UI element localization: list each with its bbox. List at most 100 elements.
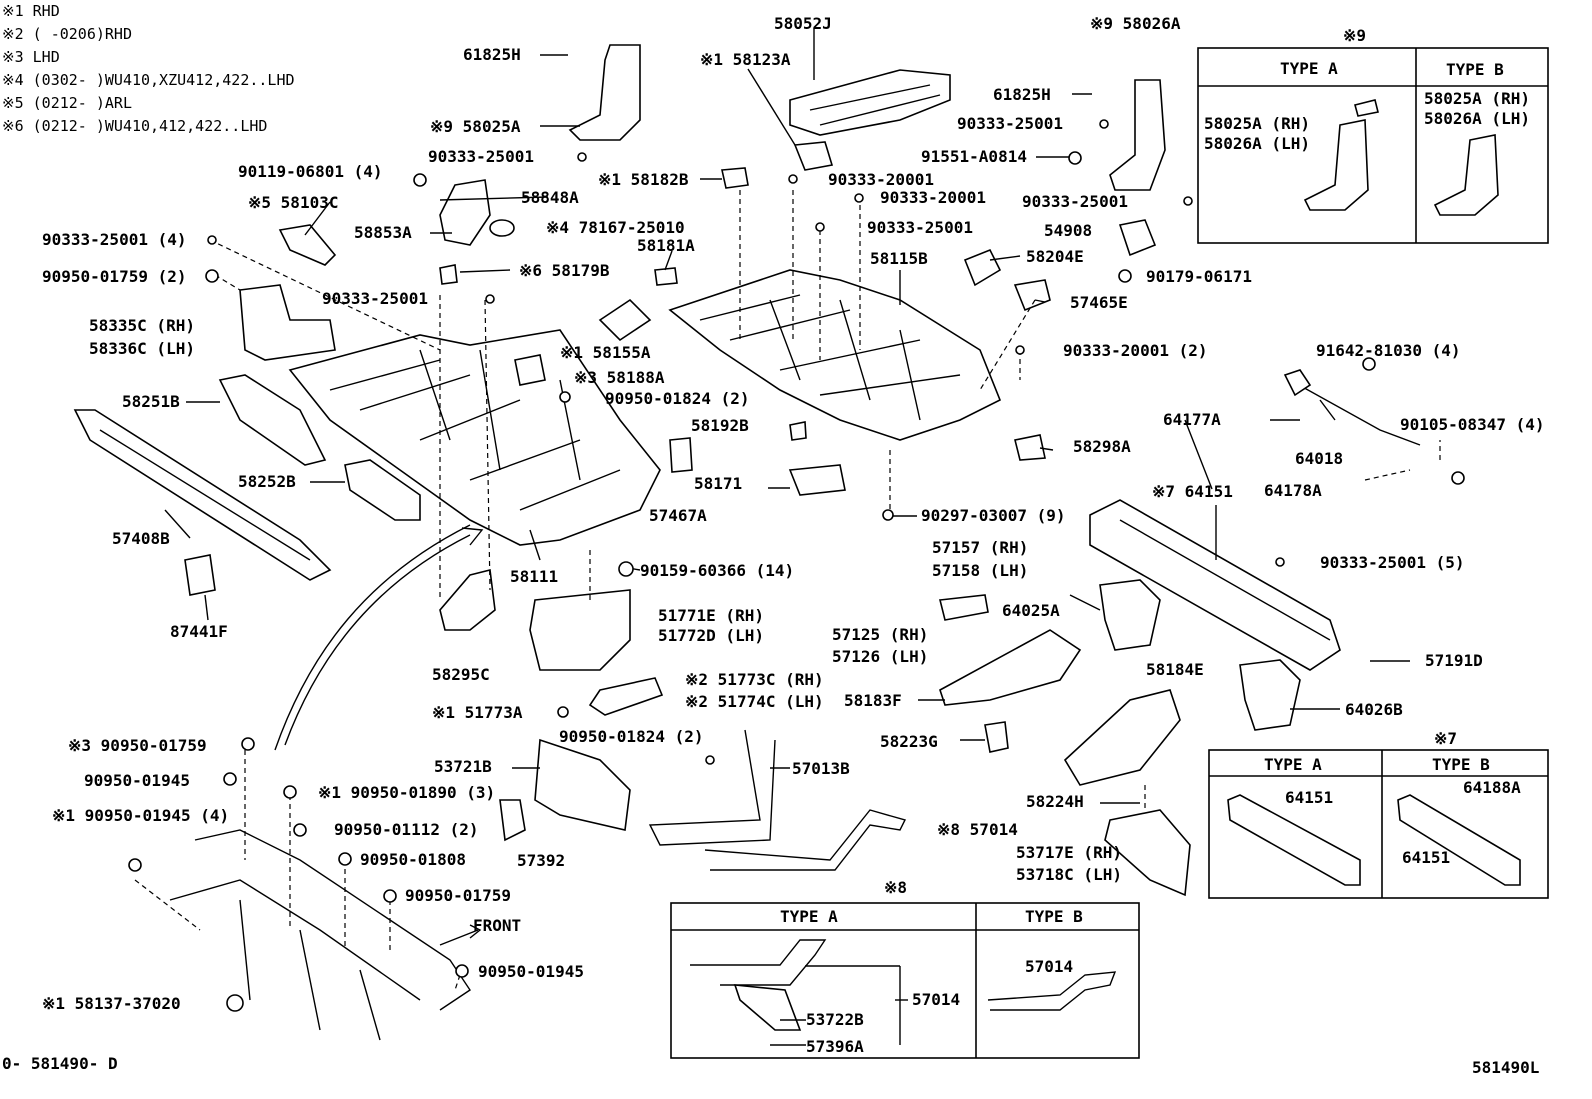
inset-9-b-rh[interactable]: 58025A (RH) <box>1424 89 1530 108</box>
label-90333-20001-a[interactable]: 90333-20001 <box>828 170 934 189</box>
label-90333-25001-c[interactable]: 90333-25001 <box>1022 192 1128 211</box>
label-90159-60366[interactable]: 90159-60366 (14) <box>640 561 794 580</box>
label-58252b[interactable]: 58252B <box>238 472 296 491</box>
inset-9-a-rh[interactable]: 58025A (RH) <box>1204 114 1310 133</box>
label-58188a[interactable]: ※3 58188A <box>574 368 665 387</box>
label-57158-lh[interactable]: 57158 (LH) <box>932 561 1028 580</box>
label-90333-25001-4[interactable]: 90333-25001 (4) <box>42 230 187 249</box>
label-64178a[interactable]: 64178A <box>1264 481 1322 500</box>
inset-9-b-lh[interactable]: 58026A (LH) <box>1424 109 1530 128</box>
label-51774c-lh[interactable]: ※2 51774C (LH) <box>685 692 824 711</box>
inset-7-b-64188a[interactable]: 64188A <box>1463 778 1521 797</box>
label-90105-08347[interactable]: 90105-08347 (4) <box>1400 415 1545 434</box>
label-90333-25001-5[interactable]: 90333-25001 (5) <box>1320 553 1465 572</box>
part-outlines <box>73 44 1421 1041</box>
label-57408b[interactable]: 57408B <box>112 529 170 548</box>
label-90333-20001-b[interactable]: 90333-20001 <box>880 188 986 207</box>
label-90119-06801[interactable]: 90119-06801 (4) <box>238 162 383 181</box>
label-90333-25001-b[interactable]: 90333-25001 <box>957 114 1063 133</box>
label-57191d[interactable]: 57191D <box>1425 651 1483 670</box>
inset-8-a-57396a[interactable]: 57396A <box>806 1037 864 1056</box>
label-64151[interactable]: ※7 64151 <box>1152 482 1233 501</box>
label-57157-rh[interactable]: 57157 (RH) <box>932 538 1028 557</box>
label-53721b[interactable]: 53721B <box>434 757 492 776</box>
label-90333-25001-e[interactable]: 90333-25001 <box>322 289 428 308</box>
inset-8-b-57014[interactable]: 57014 <box>1025 957 1073 976</box>
label-90950-01808[interactable]: 90950-01808 <box>360 850 466 869</box>
label-57467a[interactable]: 57467A <box>649 506 707 525</box>
label-91642-81030[interactable]: 91642-81030 (4) <box>1316 341 1461 360</box>
label-90950-01945-4[interactable]: ※1 90950-01945 (4) <box>52 806 229 825</box>
label-58052j[interactable]: 58052J <box>774 14 832 33</box>
label-58335c-rh[interactable]: 58335C (RH) <box>89 316 195 335</box>
label-54908[interactable]: 54908 <box>1044 221 1092 240</box>
label-58184e[interactable]: 58184E <box>1146 660 1204 679</box>
label-58155a[interactable]: ※1 58155A <box>560 343 651 362</box>
label-90950-01112[interactable]: 90950-01112 (2) <box>334 820 479 839</box>
label-58025a[interactable]: ※9 58025A <box>430 117 521 136</box>
label-58336c-lh[interactable]: 58336C (LH) <box>89 339 195 358</box>
inset-7-a-64151[interactable]: 64151 <box>1285 788 1333 807</box>
label-58111[interactable]: 58111 <box>510 567 558 586</box>
label-64025a[interactable]: 64025A <box>1002 601 1060 620</box>
inset-8-a-53722b[interactable]: 53722B <box>806 1010 864 1029</box>
label-90950-01824-2b[interactable]: 90950-01824 (2) <box>559 727 704 746</box>
label-58295c[interactable]: 58295C <box>432 665 490 684</box>
inset-8-a-57014[interactable]: 57014 <box>912 990 960 1009</box>
label-58204e[interactable]: 58204E <box>1026 247 1084 266</box>
label-58137-37020[interactable]: ※1 58137-37020 <box>42 994 181 1013</box>
label-58251b[interactable]: 58251B <box>122 392 180 411</box>
label-90333-25001-d[interactable]: 90333-25001 <box>867 218 973 237</box>
label-57013b[interactable]: 57013B <box>792 759 850 778</box>
label-51773a[interactable]: ※1 51773A <box>432 703 523 722</box>
label-57392[interactable]: 57392 <box>517 851 565 870</box>
legend: ※1 RHD ※2 ( -0206)RHD ※3 LHD ※4 (0302- )… <box>2 2 295 135</box>
label-61825h-b[interactable]: 61825H <box>993 85 1051 104</box>
label-64177a[interactable]: 64177A <box>1163 410 1221 429</box>
label-78167-25010[interactable]: ※4 78167-25010 <box>546 218 685 237</box>
label-90950-01824-2a[interactable]: 90950-01824 (2) <box>605 389 750 408</box>
label-90950-01759-2[interactable]: 90950-01759 (2) <box>42 267 187 286</box>
label-58103c[interactable]: ※5 58103C <box>248 193 338 212</box>
inset-9-a-lh[interactable]: 58026A (LH) <box>1204 134 1310 153</box>
label-64026b[interactable]: 64026B <box>1345 700 1403 719</box>
label-57014[interactable]: ※8 57014 <box>937 820 1018 839</box>
label-90297-03007[interactable]: 90297-03007 (9) <box>921 506 1066 525</box>
label-91551-a0814[interactable]: 91551-A0814 <box>921 147 1027 166</box>
label-58298a[interactable]: 58298A <box>1073 437 1131 456</box>
label-58179b[interactable]: ※6 58179B <box>519 261 610 280</box>
label-53718c-lh[interactable]: 53718C (LH) <box>1016 865 1122 884</box>
label-51773c-rh[interactable]: ※2 51773C (RH) <box>685 670 824 689</box>
label-90950-01945-b[interactable]: 90950-01945 <box>478 962 584 981</box>
label-51771e-rh[interactable]: 51771E (RH) <box>658 606 764 625</box>
label-51772d-lh[interactable]: 51772D (LH) <box>658 626 764 645</box>
label-58223g[interactable]: 58223G <box>880 732 938 751</box>
inset-7-b-64151[interactable]: 64151 <box>1402 848 1450 867</box>
label-58115b[interactable]: 58115B <box>870 249 928 268</box>
label-90950-01759-lhd[interactable]: ※3 90950-01759 <box>68 736 207 755</box>
label-90333-25001-a[interactable]: 90333-25001 <box>428 147 534 166</box>
label-57125-rh[interactable]: 57125 (RH) <box>832 625 928 644</box>
label-90950-01945-a[interactable]: 90950-01945 <box>84 771 190 790</box>
label-90950-01759-b[interactable]: 90950-01759 <box>405 886 511 905</box>
label-58123a[interactable]: ※1 58123A <box>700 50 791 69</box>
label-64018[interactable]: 64018 <box>1295 449 1343 468</box>
label-58181a[interactable]: 58181A <box>637 236 695 255</box>
label-58853a[interactable]: 58853A <box>354 223 412 242</box>
label-87441f[interactable]: 87441F <box>170 622 228 641</box>
label-58183f[interactable]: 58183F <box>844 691 902 710</box>
label-90333-20001-2[interactable]: 90333-20001 (2) <box>1063 341 1208 360</box>
label-90179-06171[interactable]: 90179-06171 <box>1146 267 1252 286</box>
label-58171[interactable]: 58171 <box>694 474 742 493</box>
label-53717e-rh[interactable]: 53717E (RH) <box>1016 843 1122 862</box>
label-58224h[interactable]: 58224H <box>1026 792 1084 811</box>
inset-8: ※8 TYPE A TYPE B 57014 53722B 57396A 570… <box>670 878 1140 1059</box>
label-90950-01890[interactable]: ※1 90950-01890 (3) <box>318 783 495 802</box>
label-57126-lh[interactable]: 57126 (LH) <box>832 647 928 666</box>
label-57465e[interactable]: 57465E <box>1070 293 1128 312</box>
label-58192b[interactable]: 58192B <box>691 416 749 435</box>
label-58182b[interactable]: ※1 58182B <box>598 170 689 189</box>
label-58848a[interactable]: 58848A <box>521 188 579 207</box>
label-58026a[interactable]: ※9 58026A <box>1090 14 1181 33</box>
label-61825h-a[interactable]: 61825H <box>463 45 521 64</box>
